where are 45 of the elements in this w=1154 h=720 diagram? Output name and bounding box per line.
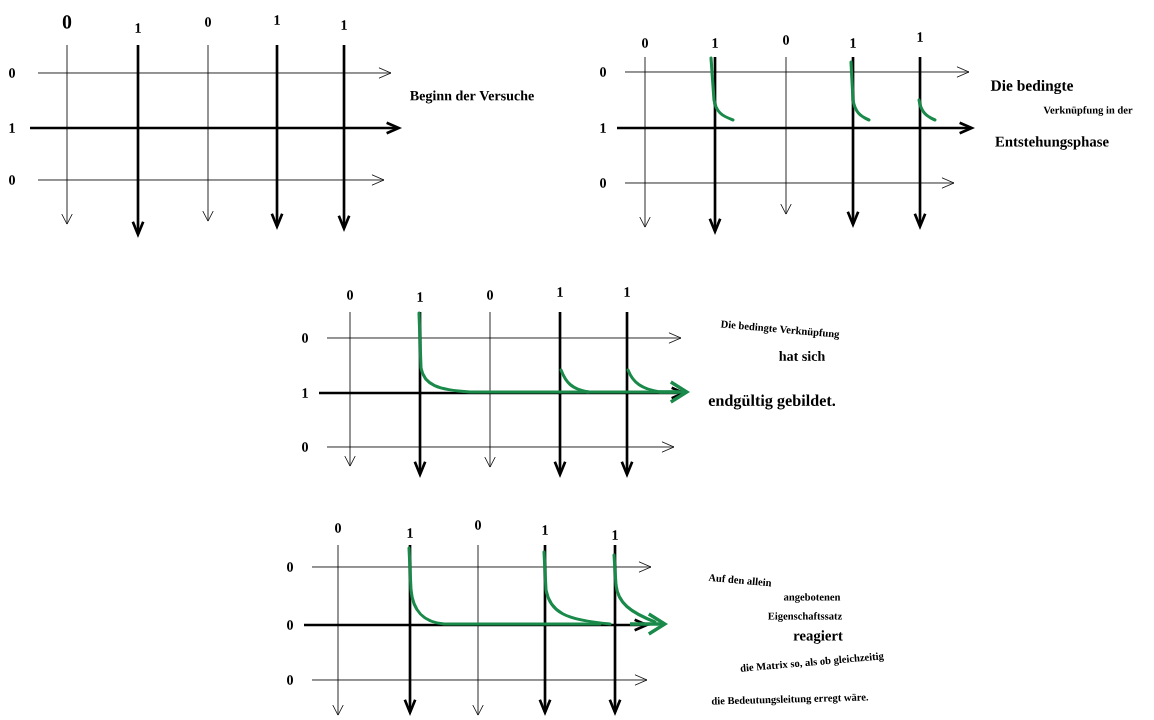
caption-text: Die bedingte Verknüpfung	[720, 320, 840, 340]
caption-text: Beginn der Versuche	[410, 90, 534, 104]
row-label: 0	[302, 442, 308, 452]
column-label: 1	[557, 287, 563, 297]
column-label: 0	[62, 15, 72, 29]
column-label: 0	[347, 290, 353, 300]
caption-text: Verknüpfung in der	[1043, 106, 1133, 116]
column-label: 1	[135, 23, 141, 33]
column-label: 1	[274, 15, 280, 25]
column-label: 1	[341, 20, 347, 30]
caption-text: angebotenen	[783, 593, 841, 603]
row-label: 0	[287, 620, 293, 630]
row-label: 1	[600, 123, 606, 133]
column-label: 1	[624, 287, 630, 297]
row-label: 0	[287, 675, 293, 685]
column-label: 1	[612, 530, 618, 540]
caption-text: die Matrix so, als ob gleichzeitig	[740, 652, 884, 672]
column-label: 1	[417, 292, 423, 302]
row-label: 0	[9, 175, 15, 185]
column-label: 0	[335, 523, 341, 533]
column-label: 1	[542, 525, 548, 535]
column-label: 0	[642, 38, 648, 48]
column-label: 1	[850, 38, 856, 48]
caption-text: Auf den allein	[708, 574, 772, 587]
row-label: 0	[287, 562, 293, 572]
column-label: 1	[917, 32, 923, 42]
caption-text: Die bedingte	[990, 79, 1074, 95]
row-label: 1	[9, 123, 15, 133]
column-label: 1	[407, 528, 413, 538]
row-label: 0	[302, 333, 308, 343]
caption-text: Eigenschaftssatz	[768, 612, 842, 622]
caption-text: reagiert	[793, 630, 843, 644]
column-label: 0	[487, 290, 493, 300]
column-label: 1	[712, 38, 718, 48]
row-label: 0	[600, 178, 606, 188]
column-label: 0	[205, 17, 211, 27]
caption-text: Entstehungsphase	[995, 136, 1109, 150]
caption-text: endgültig gebildet.	[708, 394, 836, 410]
column-label: 0	[475, 520, 481, 530]
caption-text: hat sich	[779, 351, 826, 361]
row-label: 0	[9, 68, 15, 78]
row-label: 1	[302, 388, 308, 398]
caption-text: die Bedeutungsleitung erregt wäre.	[711, 693, 869, 706]
row-label: 0	[600, 67, 606, 77]
column-label: 0	[783, 35, 789, 45]
